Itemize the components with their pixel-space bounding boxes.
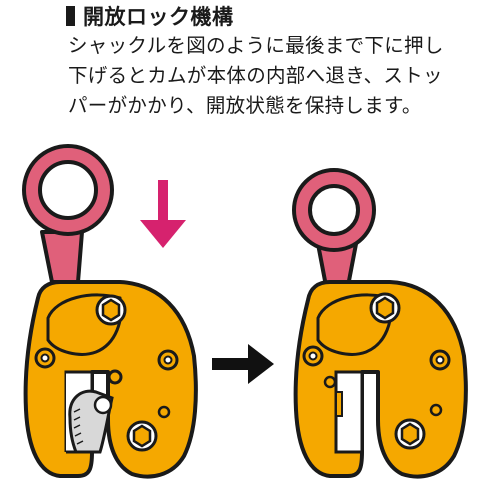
section-heading: 開放ロック機構 (66, 2, 234, 30)
pin-before-small (157, 405, 171, 419)
down-arrow-icon (140, 180, 186, 248)
description: シャックルを図のように最後まで下に押し 下げるとカムが本体の内部へ退き、ストッ … (68, 31, 498, 121)
clamp-before (22, 144, 198, 479)
description-line: 下げるとカムが本体の内部へ退き、ストッ (68, 64, 443, 87)
pin-after-small (429, 403, 443, 417)
right-arrow-icon (212, 344, 274, 384)
description-line: シャックルを図のように最後まで下に押し (68, 34, 444, 57)
shackle-before (22, 144, 114, 284)
heading-title: 開放ロック機構 (83, 5, 234, 29)
description-line: パーがかかり、開放状態を保持します。 (68, 94, 422, 117)
pin-after-right (429, 349, 451, 371)
bolt-after-top (369, 292, 401, 324)
pin-before-left (34, 347, 56, 369)
heading-marker (66, 6, 75, 26)
pin-after-left (302, 345, 324, 367)
pin-after-mid (323, 375, 337, 389)
bolt-before-bottom (126, 420, 158, 452)
shackle-after (292, 168, 376, 288)
bolt-after-bottom (394, 418, 426, 450)
bolt-before-top (95, 294, 127, 326)
clamp-after (292, 168, 468, 479)
pin-before-right (157, 349, 179, 371)
pin-before-mid (107, 369, 123, 385)
